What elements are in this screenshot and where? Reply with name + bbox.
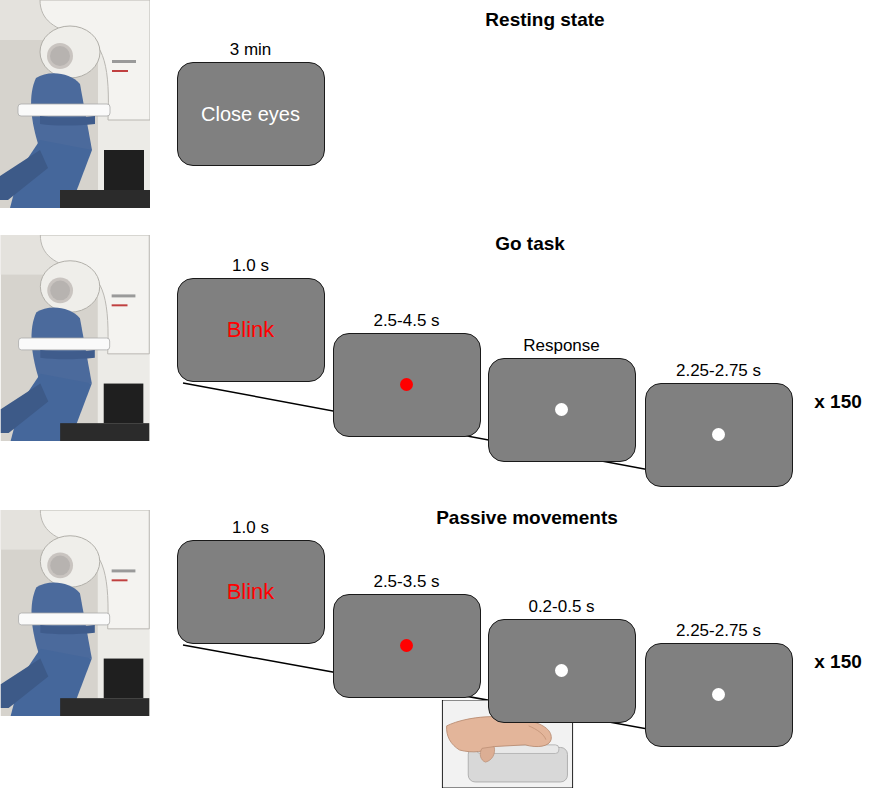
fixation-dot [712,688,725,701]
screen-text: Blink [227,579,275,605]
fixation-dot [555,403,568,416]
screen-box: 2.5-4.5 s [333,333,481,437]
section-title: Passive movements [436,506,618,529]
screen-box: 0.2-0.5 s [488,619,636,723]
duration-label: 1.0 s [232,256,269,276]
meg-photo [1,510,150,716]
repeat-count: x 150 [814,650,862,673]
section-title: Go task [495,232,565,255]
duration-label: 2.5-3.5 s [373,572,439,592]
duration-label: 2.5-4.5 s [373,311,439,331]
duration-label: 2.25-2.75 s [676,621,761,641]
meg-photo [1,235,150,441]
screen-box: 3 minClose eyes [177,62,325,166]
fixation-dot [555,664,568,677]
screen-text: Close eyes [201,102,300,126]
duration-label: 0.2-0.5 s [528,597,594,617]
fixation-dot [400,378,413,391]
duration-label: Response [523,336,600,356]
duration-label: 2.25-2.75 s [676,361,761,381]
screen-text: Blink [227,317,275,343]
screen-box: 1.0 sBlink [177,278,325,382]
fixation-dot [712,428,725,441]
duration-label: 1.0 s [232,518,269,538]
fixation-dot [400,639,413,652]
section-title: Resting state [485,8,604,31]
screen-box: 1.0 sBlink [177,540,325,644]
meg-photo [0,0,150,208]
screen-box: 2.5-3.5 s [333,594,481,698]
duration-label: 3 min [230,40,272,60]
repeat-count: x 150 [814,390,862,413]
screen-box: Response [488,358,636,462]
screen-box: 2.25-2.75 s [645,643,793,747]
screen-box: 2.25-2.75 s [645,383,793,487]
